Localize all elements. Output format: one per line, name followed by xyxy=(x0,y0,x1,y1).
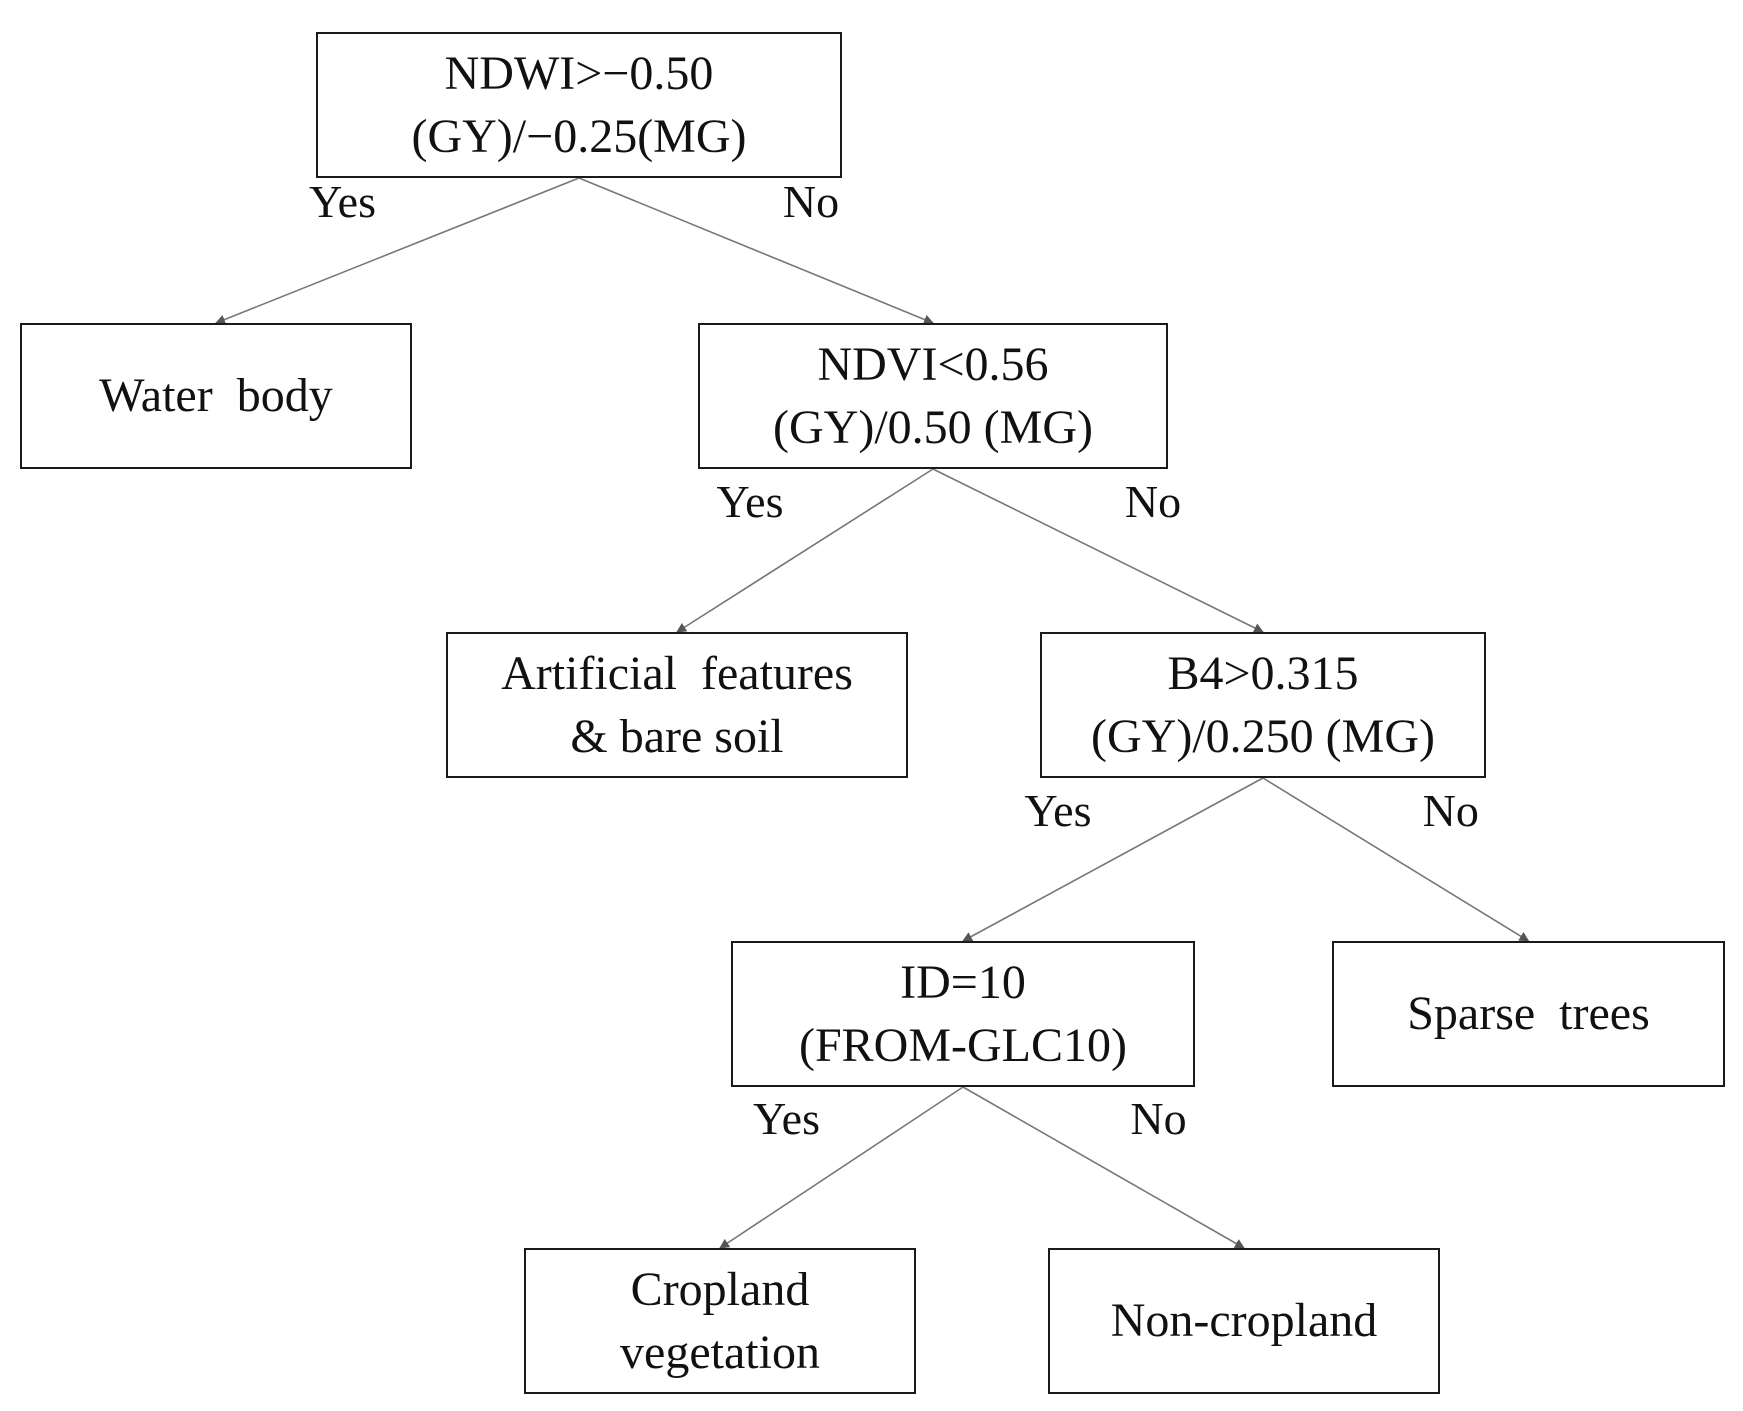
node-cropland-vegetation: Cropland vegetation xyxy=(524,1248,916,1394)
node-text-line: Artificial features xyxy=(501,646,853,700)
node-text-line: Sparse trees xyxy=(1407,987,1650,1041)
node-text-line: Non-cropland xyxy=(1110,1294,1378,1348)
node-water-body: Water body xyxy=(20,323,412,469)
node-text-line: (FROM-GLC10) xyxy=(798,1019,1127,1072)
node-b4: B4>0.315 (GY)/0.250 (MG) xyxy=(1040,632,1486,778)
edge-root-to-water xyxy=(215,177,580,325)
edge-ndvi-to-artificial xyxy=(676,468,934,633)
edge-id-to-noncropland xyxy=(962,1086,1245,1249)
branch-label-no: No xyxy=(782,175,840,227)
node-text-line: (GY)/−0.25(MG) xyxy=(411,110,747,163)
edge-ndvi-to-b4 xyxy=(932,468,1264,633)
edge-root-to-ndvi xyxy=(578,177,934,325)
node-text-line: Cropland xyxy=(630,1262,810,1316)
node-text-line: (GY)/0.250 (MG) xyxy=(1091,710,1435,763)
branch-label-yes: Yes xyxy=(1024,784,1092,836)
node-text-line: ID=10 xyxy=(900,955,1026,1009)
branch-label-yes: Yes xyxy=(753,1092,820,1144)
node-text-line: vegetation xyxy=(620,1326,820,1379)
node-sparse-trees: Sparse trees xyxy=(1332,941,1725,1087)
node-text-line: NDVI<0.56 xyxy=(817,337,1049,391)
node-id-fromglc10: ID=10 (FROM-GLC10) xyxy=(731,941,1195,1087)
node-root: NDWI>−0.50 (GY)/−0.25(MG) xyxy=(316,32,842,178)
edge-b4-to-sparse xyxy=(1262,777,1530,942)
node-text-line: & bare soil xyxy=(570,710,784,763)
node-text-line: NDWI>−0.50 xyxy=(444,46,714,100)
node-ndvi: NDVI<0.56 (GY)/0.50 (MG) xyxy=(698,323,1168,469)
node-text-line: B4>0.315 xyxy=(1167,646,1359,700)
branch-label-no: No xyxy=(1124,475,1182,527)
branch-label-no: No xyxy=(1422,784,1479,836)
node-artificial-features: Artificial features & bare soil xyxy=(446,632,908,778)
node-text-line: Water body xyxy=(99,369,333,423)
branch-label-yes: Yes xyxy=(716,475,784,527)
branch-label-no: No xyxy=(1130,1092,1187,1144)
node-non-cropland: Non-cropland xyxy=(1048,1248,1440,1394)
edge-b4-to-id xyxy=(962,777,1264,942)
node-text-line: (GY)/0.50 (MG) xyxy=(773,401,1093,454)
branch-label-yes: Yes xyxy=(309,175,376,227)
edge-id-to-cropland xyxy=(719,1086,964,1249)
